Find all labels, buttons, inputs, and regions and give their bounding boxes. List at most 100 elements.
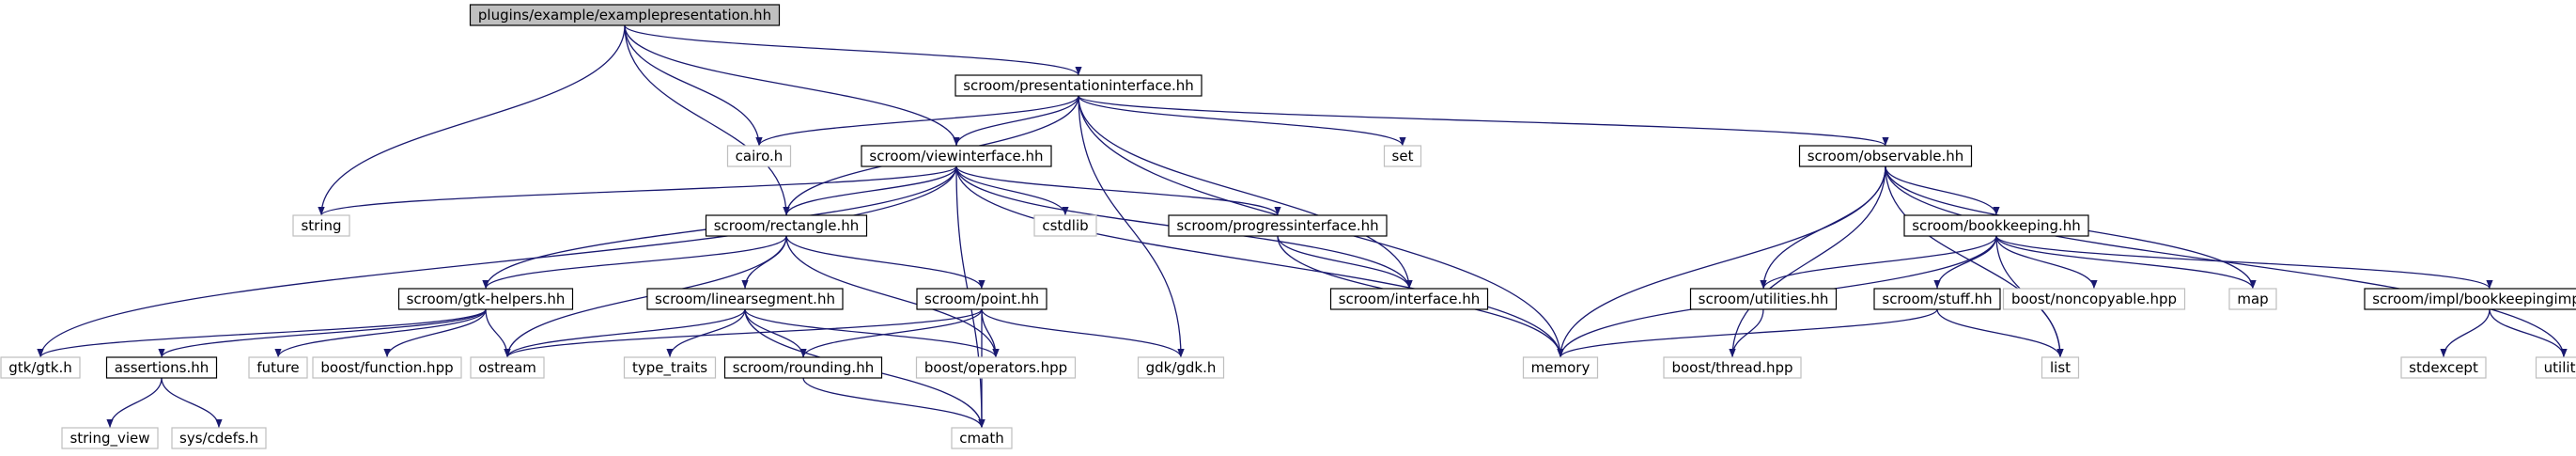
node-label-progressinterface: scroom/progressinterface.hh: [1176, 217, 1378, 234]
edge-presentationinterface-to-interface: [1078, 95, 1413, 290]
node-interface[interactable]: scroom/interface.hh: [1329, 288, 1489, 310]
edge-viewinterface-to-rectangle: [783, 165, 957, 216]
edge-stuff-to-memory: [1557, 308, 1938, 358]
node-set: set: [1383, 145, 1422, 167]
edge-examplepresentation-to-cairo: [624, 24, 763, 147]
edge-rounding-to-cmath: [802, 377, 985, 429]
node-box-viewinterface: [861, 145, 1052, 167]
node-box-gtk: [0, 356, 81, 379]
edge-bookkeeping-to-utilities: [1760, 235, 1997, 290]
node-label-observable: scroom/observable.hh: [1808, 148, 1964, 165]
node-bookkeepingimpl[interactable]: scroom/impl/bookkeepingimpl.hh: [2364, 288, 2576, 310]
node-type_traits: type_traits: [623, 356, 717, 379]
node-future: future: [248, 356, 308, 379]
node-thread: boost/thread.hpp: [1663, 356, 1802, 379]
node-box-bookkeepingimpl: [2364, 288, 2576, 310]
node-box-noncopyable: [2002, 288, 2186, 310]
node-label-utility: utility: [2544, 359, 2576, 376]
node-label-string: string: [301, 217, 341, 234]
node-box-stuff: [1873, 288, 2001, 310]
edge-viewinterface-to-string: [318, 165, 957, 216]
node-stuff[interactable]: scroom/stuff.hh: [1873, 288, 2001, 310]
node-label-assertions: assertions.hh: [115, 359, 209, 376]
edge-viewinterface-to-cstdlib: [955, 165, 1069, 216]
node-label-cairo: cairo.h: [736, 148, 784, 165]
node-label-operators: boost/operators.hpp: [924, 359, 1067, 376]
edge-linearsegment-to-type_traits: [666, 308, 746, 358]
edge-progressinterface-to-interface: [1277, 235, 1413, 290]
node-cmath: cmath: [951, 427, 1013, 449]
edge-examplepresentation-to-presentationinterface: [624, 24, 1082, 76]
node-bookkeeping[interactable]: scroom/bookkeeping.hh: [1903, 214, 2089, 237]
node-label-point: scroom/point.hh: [924, 291, 1039, 307]
node-string_view: string_view: [61, 427, 159, 449]
node-box-gdk: [1137, 356, 1225, 379]
node-box-rounding: [723, 356, 883, 379]
edge-gtkhelpers-to-assertions: [158, 308, 487, 358]
node-label-bookkeepingimpl: scroom/impl/bookkeepingimpl.hh: [2372, 291, 2576, 307]
edge-bookkeeping-to-bookkeepingimpl: [1995, 235, 2493, 290]
node-assertions[interactable]: assertions.hh: [105, 356, 218, 379]
node-string: string: [292, 214, 350, 237]
node-box-function: [312, 356, 462, 379]
node-point[interactable]: scroom/point.hh: [916, 288, 1047, 310]
node-box-future: [248, 356, 308, 379]
edge-presentationinterface-to-set: [1078, 95, 1406, 147]
node-label-rectangle: scroom/rectangle.hh: [714, 217, 860, 234]
node-box-cmath: [951, 427, 1013, 449]
node-gtk: gtk/gtk.h: [0, 356, 81, 379]
node-stdexcept: stdexcept: [2400, 356, 2487, 379]
edge-assertions-to-string_view: [106, 377, 163, 429]
node-label-string_view: string_view: [70, 430, 149, 448]
node-cairo: cairo.h: [726, 145, 792, 167]
node-progressinterface[interactable]: scroom/progressinterface.hh: [1168, 214, 1388, 237]
node-box-observable: [1798, 145, 1973, 167]
node-observable[interactable]: scroom/observable.hh: [1798, 145, 1973, 167]
node-label-stuff: scroom/stuff.hh: [1882, 291, 1992, 307]
node-utility: utility: [2535, 356, 2576, 379]
node-box-presentationinterface: [954, 74, 1203, 97]
node-label-list: list: [2050, 359, 2071, 376]
edge-presentationinterface-to-cairo: [755, 95, 1079, 147]
node-label-noncopyable: boost/noncopyable.hpp: [2011, 291, 2177, 307]
node-label-rounding: scroom/rounding.hh: [733, 359, 874, 376]
node-presentationinterface[interactable]: scroom/presentationinterface.hh: [954, 74, 1203, 97]
node-label-function: boost/function.hpp: [320, 359, 453, 376]
node-label-gdk: gdk/gdk.h: [1146, 359, 1217, 376]
edge-examplepresentation-to-viewinterface: [624, 24, 960, 147]
node-box-progressinterface: [1168, 214, 1388, 237]
node-viewinterface[interactable]: scroom/viewinterface.hh: [861, 145, 1052, 167]
edge-bookkeeping-to-map: [1995, 235, 2257, 290]
node-gtkhelpers[interactable]: scroom/gtk-helpers.hh: [397, 288, 574, 310]
node-label-thread: boost/thread.hpp: [1671, 359, 1792, 376]
node-sys_cdefs: sys/cdefs.h: [171, 427, 267, 449]
node-box-examplepresentation: [469, 4, 781, 26]
node-cstdlib: cstdlib: [1033, 214, 1097, 237]
node-box-rectangle: [705, 214, 868, 237]
node-function: boost/function.hpp: [312, 356, 462, 379]
node-box-gtkhelpers: [397, 288, 574, 310]
edge-examplepresentation-to-string: [318, 24, 626, 216]
edge-gtkhelpers-to-ostream: [485, 308, 511, 358]
node-box-type_traits: [623, 356, 717, 379]
node-rectangle[interactable]: scroom/rectangle.hh: [705, 214, 868, 237]
edge-observable-to-list: [1885, 165, 2064, 358]
node-label-cmath: cmath: [959, 430, 1003, 447]
edge-linearsegment-to-ostream: [504, 308, 746, 358]
node-box-linearsegment: [646, 288, 844, 310]
edge-observable-to-thread: [1729, 165, 1886, 358]
node-box-string: [292, 214, 350, 237]
edge-viewinterface-to-memory: [955, 165, 1564, 358]
node-label-gtk: gtk/gtk.h: [8, 359, 72, 376]
node-rounding[interactable]: scroom/rounding.hh: [723, 356, 883, 379]
node-box-operators: [915, 356, 1077, 379]
node-label-set: set: [1392, 148, 1414, 165]
node-box-point: [916, 288, 1047, 310]
node-utilities[interactable]: scroom/utilities.hh: [1689, 288, 1838, 310]
node-examplepresentation: plugins/example/examplepresentation.hh: [469, 4, 781, 26]
node-list: list: [2041, 356, 2080, 379]
node-box-bookkeeping: [1903, 214, 2089, 237]
edge-observable-to-memory: [1557, 165, 1886, 358]
node-linearsegment[interactable]: scroom/linearsegment.hh: [646, 288, 844, 310]
